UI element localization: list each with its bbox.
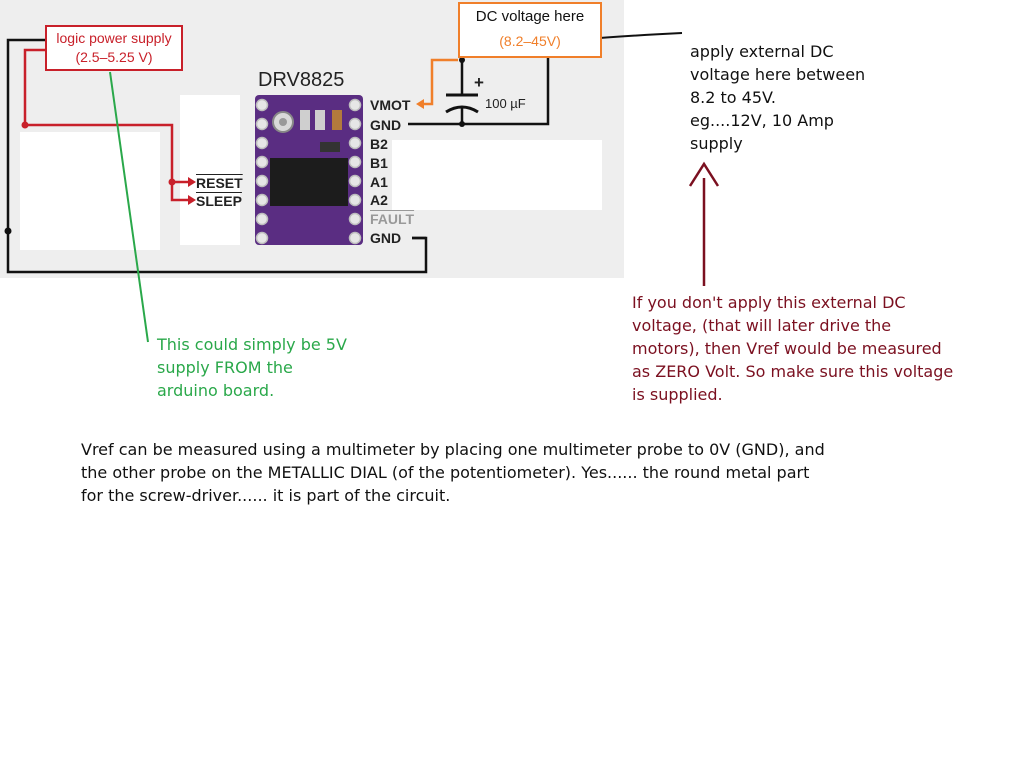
pin-label-gnd: GND [370,117,402,133]
logic-power-supply-box: logic power supply (2.5–5.25 V) [45,25,183,71]
pin-label-sleep: SLEEP [196,193,242,209]
vmot-arrow [416,99,424,109]
vmot-wire [424,58,458,106]
pin-header-left [255,98,269,245]
sleep-arrow [188,195,196,205]
erased-area-mid [180,95,240,245]
logic-supply-label: logic power supply [56,30,172,46]
logic-supply-wire [23,48,188,202]
header-pad [255,117,269,131]
metallic-dial [279,118,287,126]
header-pad [255,98,269,112]
reset-arrow [188,177,196,187]
header-pad [255,136,269,150]
warning-note: If you don't apply this external DC volt… [632,293,954,404]
resistor [300,110,310,130]
apply-dc-note: apply external DC voltage here between 8… [690,42,866,153]
pin-label-b1: B1 [370,155,388,171]
driver-ic [270,158,348,206]
pin-label-vmot: VMOT [370,97,411,113]
header-pad [255,193,269,207]
header-pad [348,231,362,245]
header-pad [348,117,362,131]
capacitor-plate-bottom [445,105,479,114]
header-pad [255,155,269,169]
vmot-gnd-wire [408,60,550,126]
erased-area-left [20,132,160,250]
erased-area-right [392,140,602,210]
header-pad [348,98,362,112]
pin-label-a1: A1 [370,174,388,190]
resistor [315,110,325,130]
pin-label-reset: RESET [196,175,243,191]
junction-dot [21,121,29,129]
vref-note: Vref can be measured using a multimeter … [81,440,825,505]
pin-label-gnd-2: GND [370,230,402,246]
smd-component [320,142,340,152]
header-pad [255,174,269,188]
pin-header-right [348,98,362,245]
dc-voltage-range: (8.2–45V) [499,33,561,49]
pin-label-a2: A2 [370,192,388,208]
header-pad [348,155,362,169]
header-pad [348,193,362,207]
junction-dot [459,57,465,63]
arduino-pointer [109,71,149,343]
header-pad [348,212,362,226]
pin-label-b2: B2 [370,136,388,152]
junction-dot [459,121,465,127]
header-pad [348,174,362,188]
arduino-note: This could simply be 5V supply FROM the … [157,335,347,400]
header-pad [255,212,269,226]
header-pad [255,231,269,245]
junction-dot [4,227,12,235]
warning-arrow-head [688,161,720,187]
chip-title: DRV8825 [258,69,345,91]
dc-voltage-box: DC voltage here (8.2–45V) [458,2,602,58]
junction-dot [168,178,176,186]
logic-supply-range: (2.5–5.25 V) [75,49,153,65]
capacitor-smd [332,110,342,130]
header-pad [348,136,362,150]
capacitor-value: 100 µF [485,96,526,111]
pin-label-fault: FAULT [370,211,415,227]
capacitor-polarity: + [474,73,484,92]
dc-voltage-label: DC voltage here [475,8,585,25]
